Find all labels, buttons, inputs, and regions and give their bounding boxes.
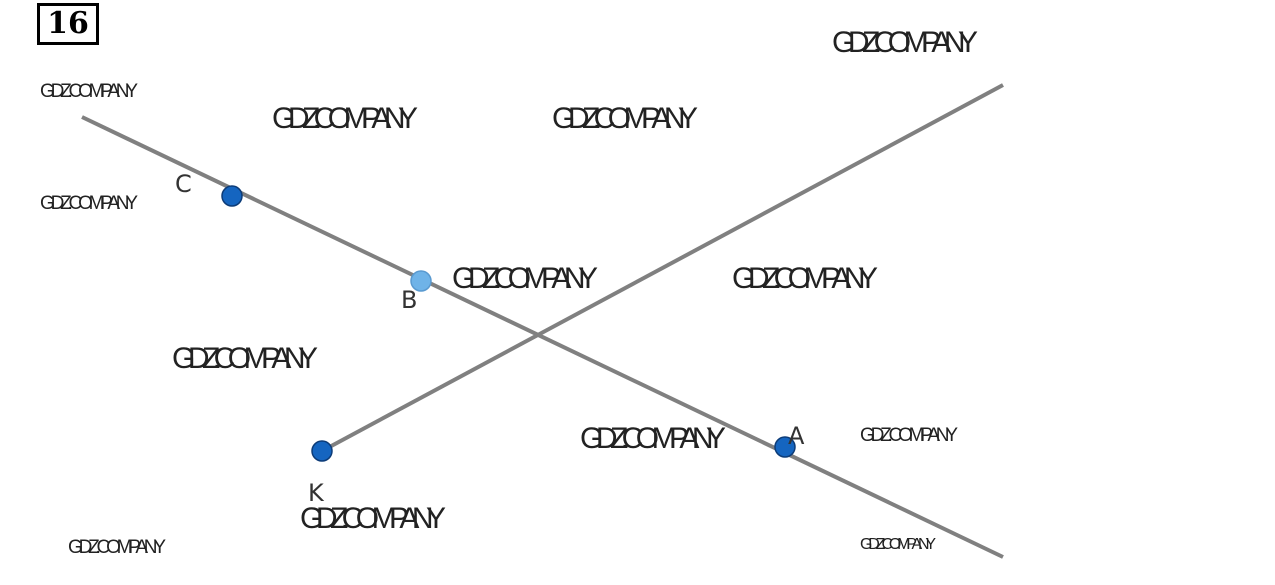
watermark: GDZ.COMPANY bbox=[860, 425, 958, 446]
label-c: C bbox=[175, 170, 192, 198]
watermark: GDZ.COMPANY bbox=[452, 262, 598, 295]
problem-number: 16 bbox=[37, 3, 99, 45]
watermark: GDZ.COMPANY bbox=[300, 502, 446, 535]
label-k: K bbox=[308, 479, 325, 507]
watermark: GDZ.COMPANY bbox=[40, 193, 138, 214]
point-c bbox=[221, 185, 243, 207]
watermark: GDZ.COMPANY bbox=[580, 422, 726, 455]
watermarks: GDZ.COMPANY GDZ.COMPANY GDZ.COMPANY GDZ.… bbox=[40, 26, 978, 558]
watermark: GDZ.COMPANY bbox=[860, 536, 936, 553]
label-a: A bbox=[788, 422, 805, 450]
label-b: B bbox=[401, 286, 417, 314]
watermark: GDZ.COMPANY bbox=[40, 81, 138, 102]
line-ca bbox=[81, 115, 1004, 559]
watermark: GDZ.COMPANY bbox=[172, 342, 318, 375]
point-a bbox=[774, 436, 796, 458]
point-b bbox=[410, 270, 432, 292]
point-k bbox=[311, 440, 333, 462]
watermark: GDZ.COMPANY bbox=[832, 26, 978, 59]
watermark: GDZ.COMPANY bbox=[732, 262, 878, 295]
watermark: GDZ.COMPANY bbox=[68, 537, 166, 558]
watermark: GDZ.COMPANY bbox=[272, 102, 418, 135]
ray-k bbox=[321, 83, 1004, 453]
watermark: GDZ.COMPANY bbox=[552, 102, 698, 135]
